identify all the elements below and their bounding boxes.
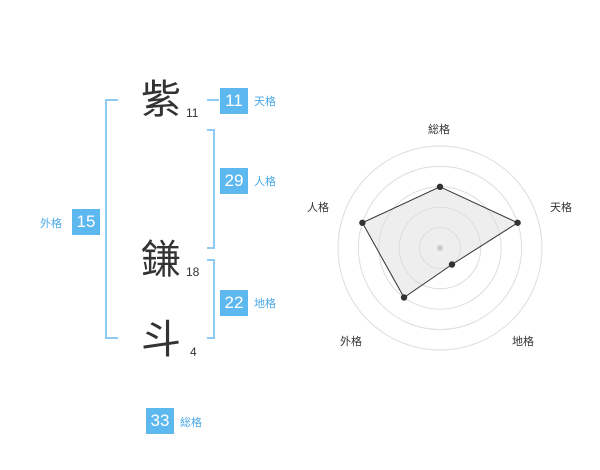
soukaku-label: 総格: [180, 416, 202, 429]
radar-center: [437, 245, 443, 251]
soukaku-badge: 33: [146, 408, 174, 434]
chikaku-badge: 22: [220, 290, 248, 316]
gaikaku-bracket: [105, 99, 118, 339]
gaikaku-label: 外格: [40, 217, 62, 230]
radar-point-4: [359, 219, 366, 226]
radar-area: [362, 186, 518, 298]
radar-ring: [419, 227, 461, 269]
gaikaku-badge: 15: [72, 209, 100, 235]
radar-label-gaikaku: 外格: [340, 335, 362, 348]
name-char-3: 斗: [141, 317, 181, 363]
radar-series-line: [361, 186, 519, 299]
radar-label-soukaku: 総格: [428, 123, 450, 136]
jinkaku-badge: 29: [220, 168, 248, 194]
radar-ring: [337, 145, 543, 351]
radar-ring: [398, 206, 482, 290]
chikaku-bracket: [207, 259, 215, 339]
radar-label-jinkaku: 人格: [307, 201, 329, 214]
radar-point-2: [448, 261, 456, 268]
jinkaku-bracket: [207, 129, 215, 249]
name-char-2: 鎌: [141, 237, 181, 283]
tenkaku-badge: 11: [220, 88, 248, 114]
jinkaku-label: 人格: [254, 175, 276, 188]
radar-label-chikaku: 地格: [512, 335, 534, 348]
radar-point-3: [400, 294, 408, 301]
radar-point-0: [436, 183, 444, 190]
radar-ring: [357, 165, 523, 331]
stroke-count-3: 4: [190, 345, 197, 359]
radar-point-1: [514, 219, 521, 226]
chikaku-label: 地格: [254, 297, 276, 310]
tenkaku-label: 天格: [254, 95, 276, 108]
radar-label-tenkaku: 天格: [550, 201, 572, 214]
stroke-count-2: 18: [186, 265, 200, 279]
stroke-count-1: 11: [186, 106, 199, 120]
name-char-1: 紫: [141, 77, 181, 123]
